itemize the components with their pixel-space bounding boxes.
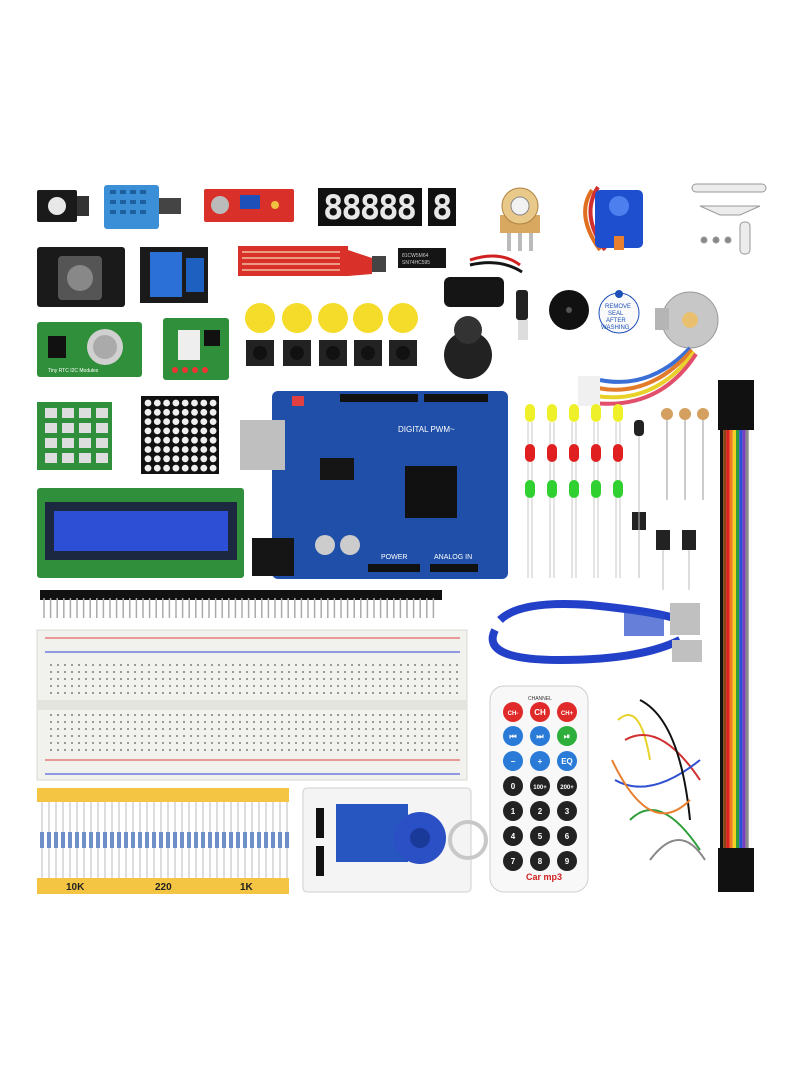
remote-button (557, 702, 577, 722)
remote-button (503, 801, 523, 821)
resistor-label-1k: 1K (240, 882, 254, 893)
remote-button (557, 826, 577, 846)
rtc-label: Tiny RTC I2C Modules (48, 368, 99, 374)
remote-button (530, 826, 550, 846)
remote-button (530, 751, 550, 771)
remote-button-label: ⏯ (564, 732, 570, 741)
remote-button-label: 2 (538, 807, 543, 816)
remote-button (503, 851, 523, 871)
remote-button-label: 5 (538, 832, 543, 841)
rgb-led-module (37, 190, 89, 222)
stepper-motor (578, 291, 719, 406)
active-buzzer: REMOVE SEAL AFTER WASHING (598, 290, 640, 334)
remote-button-label: CH- (508, 711, 519, 717)
ir-remote: CHANNEL CH- CH CH+ ⏮ ⏭ ⏯ − + EQ 0 100+ 200+ 1 2 3 4 5 6 7 8… (489, 685, 589, 893)
passive-buzzer (549, 290, 589, 330)
rfid-module (302, 787, 488, 893)
button-caps (245, 303, 418, 333)
servo-horns (691, 183, 767, 255)
remote-button-label: EQ (561, 757, 573, 766)
arduino-uno-board: DIGITAL PWM~ POWER ANALOG IN (240, 391, 508, 579)
remote-button-label: ⏮ (509, 732, 516, 741)
remote-button-label: 100+ (533, 785, 547, 791)
lcd-1602-display (37, 488, 244, 578)
jumper-wire-ribbon (718, 380, 754, 892)
remote-button (503, 826, 523, 846)
remote-button-label: CH+ (561, 711, 574, 717)
remote-button (530, 702, 550, 722)
dht11-sensor (104, 185, 181, 229)
relay-module (140, 247, 208, 303)
remote-button (530, 851, 550, 871)
pin-headers (40, 590, 442, 618)
push-buttons (246, 340, 417, 366)
remote-button-label: 200+ (560, 785, 574, 791)
led-matrix (141, 396, 219, 474)
led-set (525, 404, 623, 578)
remote-button-label: 6 (565, 832, 570, 841)
remote-header: CHANNEL (528, 696, 552, 702)
remote-button-label: + (538, 757, 543, 766)
remote-button (503, 726, 523, 746)
remote-button-label: 8 (538, 857, 543, 866)
remote-brand: Car mp3 (526, 872, 562, 882)
remote-button-label: 3 (565, 807, 570, 816)
remote-button-label: 0 (511, 782, 516, 791)
ic-top-label: 81CW5M64 (402, 253, 429, 259)
keypad-matrix (37, 402, 112, 470)
remote-button-label: 1 (511, 807, 516, 816)
remote-button (503, 776, 523, 796)
battery-clip (444, 254, 528, 340)
remote-button-label: CH (534, 708, 546, 717)
resistor-label-10k: 10K (66, 882, 85, 893)
remote-button (557, 751, 577, 771)
remote-button (503, 751, 523, 771)
display-digit-single: 8 (432, 188, 452, 228)
stepper-driver-board (163, 318, 229, 380)
remote-button (557, 851, 577, 871)
sticker-line-1: REMOVE (605, 304, 631, 310)
remote-button-label: 4 (511, 832, 516, 841)
uno-digital-label: DIGITAL PWM~ (398, 425, 455, 434)
uno-analog-label: ANALOG IN (434, 554, 472, 561)
seven-segment-display: 88888 8 (318, 188, 456, 228)
usb-cable (488, 600, 702, 665)
uno-power-label: POWER (381, 554, 407, 561)
resistor-strips: 10K 220 1K (37, 788, 289, 894)
servo-motor (583, 185, 643, 252)
ic-chip: 81CW5M64 SN74HC595 (398, 248, 446, 268)
breadboard (36, 629, 468, 781)
remote-button (557, 726, 577, 746)
ir-receiver-and-sensors (632, 420, 696, 590)
remote-button (530, 776, 550, 796)
joystick-module (37, 247, 125, 307)
remote-button (557, 801, 577, 821)
remote-button (530, 801, 550, 821)
display-digits: 88888 (323, 188, 417, 228)
remote-button-label: ⏭ (536, 732, 544, 741)
photoresistors (661, 408, 709, 500)
remote-button-label: − (511, 757, 516, 766)
resistor-label-220: 220 (155, 882, 172, 893)
sticker-line-4: WASHING (601, 325, 630, 331)
remote-button (530, 726, 550, 746)
joystick-cap (444, 316, 492, 379)
remote-button-label: 7 (511, 857, 516, 866)
loose-jumper-wires (611, 699, 706, 861)
water-level-sensor (238, 246, 386, 276)
sticker-line-3: AFTER (606, 318, 626, 324)
rtc-module: Tiny RTC I2C Modules (37, 322, 142, 377)
ic-bottom-label: SN74HC595 (402, 260, 430, 266)
remote-button-label: 9 (565, 857, 570, 866)
potentiometer (500, 187, 540, 251)
sound-sensor-module (204, 189, 294, 222)
sticker-line-2: SEAL (608, 311, 624, 317)
remote-button (557, 776, 577, 796)
remote-button (503, 702, 523, 722)
